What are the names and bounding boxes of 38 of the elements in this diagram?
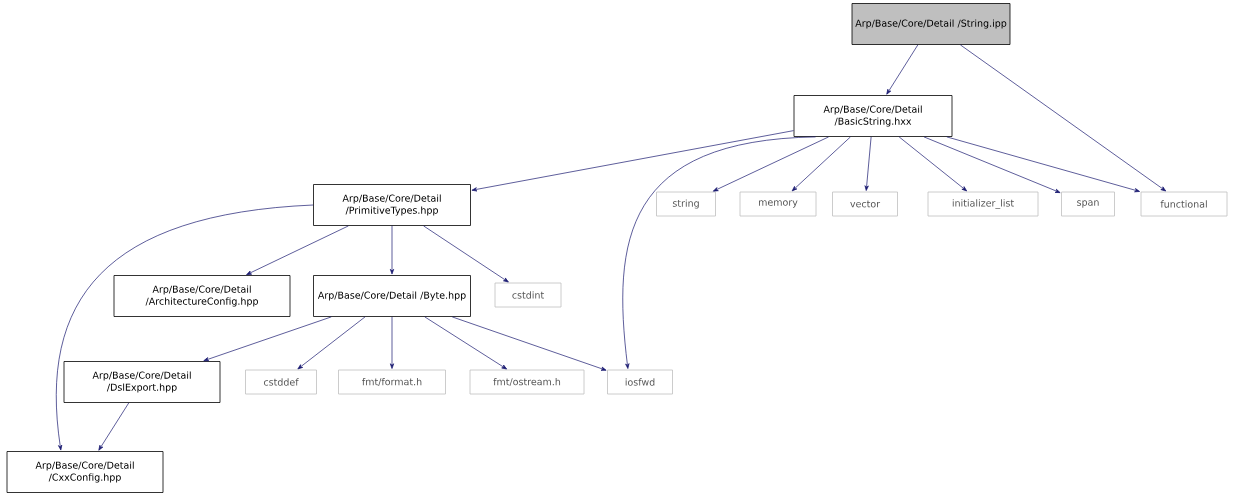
- arrow: [791, 136, 851, 192]
- arrow: [389, 225, 395, 275]
- arrow: [946, 136, 1140, 193]
- arrow: [98, 402, 130, 451]
- header-box: functional: [1140, 191, 1228, 217]
- file-box: Arp/Base/Core/Detail /CxxConfig.hpp: [6, 451, 164, 493]
- header-box: string: [656, 191, 716, 217]
- arrow: [864, 136, 872, 191]
- arrow: [960, 44, 1167, 192]
- arrow: [886, 44, 919, 95]
- arrow: [297, 316, 366, 370]
- header-box: span: [1061, 191, 1115, 217]
- arrow: [712, 136, 829, 192]
- arrow: [56, 204, 314, 451]
- file-box: Arp/Base/Core/Detail /PrimitiveTypes.hpp: [313, 184, 471, 226]
- arrow: [923, 136, 1061, 193]
- arrow: [203, 316, 332, 362]
- arrow: [471, 130, 794, 192]
- file-box: Arp/Base/Core/Detail /String.ipp: [851, 3, 1011, 45]
- arrow: [424, 316, 508, 370]
- file-box: Arp/Base/Core/Detail /BasicString.hxx: [793, 95, 953, 137]
- arrow: [898, 136, 968, 192]
- arrow: [622, 136, 816, 369]
- header-box: fmt/ostream.h: [469, 369, 585, 395]
- arrow: [423, 225, 509, 283]
- header-box: cstdint: [494, 282, 562, 308]
- header-box: cstddef: [245, 369, 317, 395]
- file-box: Arp/Base/Core/Detail /Byte.hpp: [313, 275, 471, 317]
- arrow: [451, 316, 607, 371]
- file-box: Arp/Base/Core/Detail /DslExport.hpp: [63, 361, 221, 403]
- header-box: vector: [832, 191, 898, 217]
- arrow: [246, 225, 349, 275]
- header-box: initializer_list: [927, 191, 1039, 217]
- file-box: Arp/Base/Core/Detail /ArchitectureConfig.hpp: [113, 275, 291, 317]
- header-box: memory: [739, 191, 817, 217]
- header-box: fmt/format.h: [338, 369, 446, 395]
- header-box: iosfwd: [607, 369, 673, 395]
- arrow: [389, 316, 395, 369]
